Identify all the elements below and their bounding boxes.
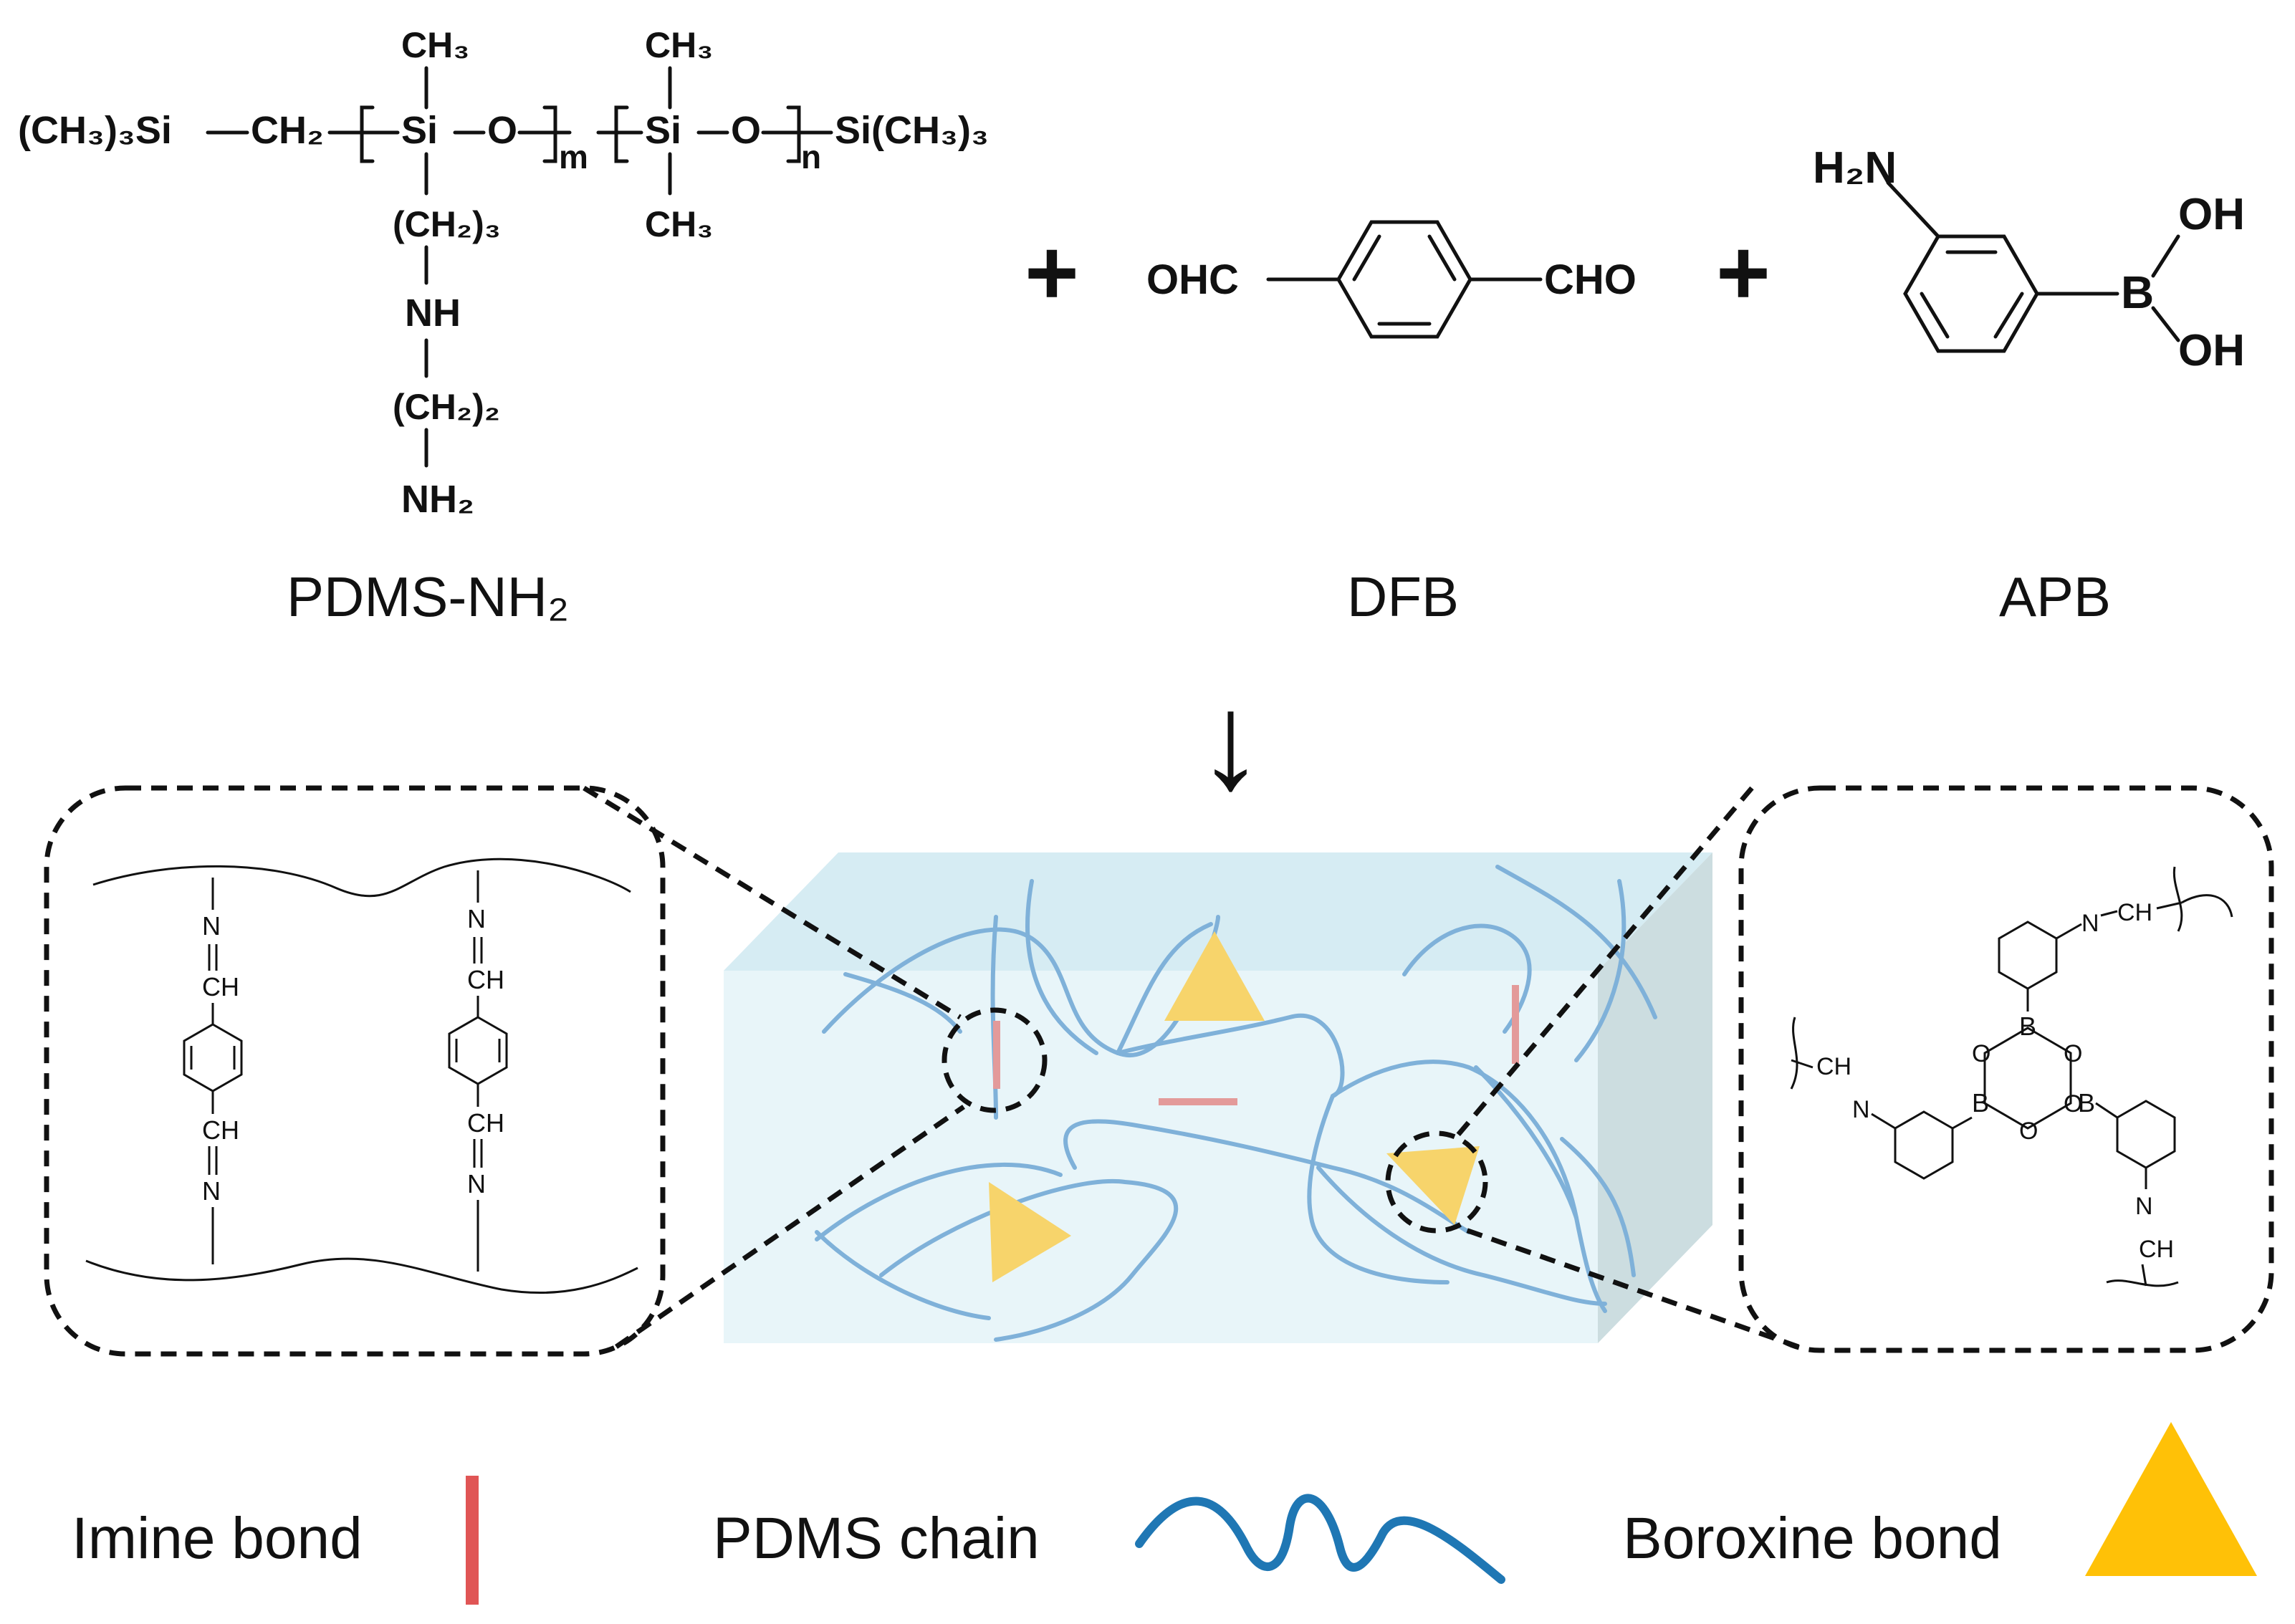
propyl-chain: (CH₂)₃ [393, 204, 501, 244]
imine-linker-right: N CH CH N [448, 870, 508, 1272]
legend-boroxine-label: Boroxine bond [1623, 1506, 2002, 1571]
benzene-ring [1336, 220, 1472, 339]
trimethylsilyl-left: (CH₃)₃Si [18, 109, 172, 152]
hydroxyl-bottom: OH [2178, 326, 2245, 375]
imine-nitrogen: N [202, 911, 221, 941]
pdms-nh2-label: PDMS-NH₂ [287, 565, 569, 628]
imine-ch: CH [2117, 899, 2152, 926]
aryl-ring [2116, 1100, 2176, 1169]
leader-line [615, 1105, 965, 1349]
network-box-top-face [724, 852, 1712, 971]
imine-nitrogen: N [2081, 910, 2099, 937]
network-box-side-face [1598, 852, 1712, 1343]
imine-ch: CH [1816, 1053, 1851, 1080]
imine-bond-inset: N CH CH N N CH CH [44, 785, 666, 1357]
methyl-m: CH₃ [401, 25, 469, 65]
boroxine-oxygen: O [2019, 1118, 2038, 1145]
leader-line [583, 786, 962, 1019]
imine-linker-left: N CH CH N [183, 878, 243, 1264]
benzene-ring [1903, 234, 2039, 353]
legend-pdms-label: PDMS chain [713, 1506, 1040, 1571]
boroxine-bond-inset: B O O O O B B N CH N CH N CH [1738, 785, 2274, 1353]
pdms-chains [815, 865, 1657, 1342]
boroxine-bond-marker [1386, 1146, 1480, 1225]
aldehyde-right: CHO [1544, 256, 1637, 303]
double-bond [1993, 292, 2024, 339]
hydroxyl-top: OH [2178, 190, 2245, 239]
dfb-structure: OHC CHO DFB [1146, 220, 1637, 628]
silicon-m: Si [401, 109, 438, 152]
ch2-linker: CH₂ [251, 109, 324, 152]
aldehyde-left: OHC [1146, 256, 1239, 303]
silicon-n: Si [645, 109, 681, 152]
imine-ch: CH [202, 1115, 239, 1145]
boroxine-bond-marker [1164, 931, 1265, 1021]
bond [2151, 306, 2180, 342]
imine-nitrogen: N [2135, 1193, 2153, 1220]
imine-bond-marker [993, 1021, 1000, 1089]
boroxine-oxygen: O [2064, 1090, 2082, 1118]
bond [2151, 234, 2180, 278]
inset-frame [44, 785, 666, 1357]
double-bond [1427, 234, 1457, 282]
legend-imine-swatch [466, 1476, 479, 1605]
double-bond [1920, 292, 1950, 339]
boroxine-oxygen: O [2064, 1040, 2082, 1067]
imine-bond-marker [1512, 985, 1519, 1064]
repeat-bracket-n-close [786, 105, 801, 163]
boroxine-boron: B [1972, 1088, 1989, 1118]
oxygen-m: O [487, 109, 517, 152]
boroxine-bond-marker [989, 1182, 1071, 1282]
boroxine-oxygen: O [1972, 1040, 1990, 1067]
legend-pdms-swatch [1135, 1494, 1505, 1584]
legend: Imine bond PDMS chain Boroxine bond [72, 1422, 2257, 1605]
imine-nitrogen: N [202, 1176, 221, 1206]
ethyl-chain: (CH₂)₂ [393, 387, 500, 427]
repeat-bracket-m-open [360, 105, 375, 163]
dfb-label: DFB [1347, 565, 1459, 628]
repeat-index-m: m [559, 138, 588, 176]
leader-line [1460, 1226, 1800, 1350]
oxygen-n: O [731, 109, 761, 152]
methyl-n-top: CH₃ [645, 25, 713, 65]
polymer-backbone-bottom [85, 1257, 638, 1294]
legend-imine-label: Imine bond [72, 1506, 363, 1571]
zoom-circle-imine [942, 1007, 1048, 1113]
repeat-index-n: n [801, 138, 821, 176]
aryl-ring [1894, 1110, 1954, 1180]
repeat-bracket-m-close [542, 105, 557, 163]
imine-nitrogen: N [467, 1169, 486, 1198]
methyl-n-bottom: CH₃ [645, 204, 713, 244]
bond [1886, 181, 1940, 239]
reaction-arrow: ↓ [1197, 666, 1265, 817]
plus-sign-1: + [1025, 220, 1079, 325]
zoom-circle-boroxine [1385, 1130, 1488, 1234]
legend-boroxine-swatch [2085, 1422, 2257, 1576]
boron-atom: B [2121, 266, 2154, 318]
inset-frame [1738, 785, 2274, 1353]
imine-ch: CH [467, 965, 504, 994]
aryl-ring [1998, 921, 2058, 990]
apb-label: APB [1999, 565, 2111, 628]
boroxine-boron: B [2019, 1012, 2036, 1041]
imine-bond-marker [1159, 1098, 1237, 1105]
plus-sign-2: + [1716, 220, 1771, 325]
apb-structure: H₂N B OH OH APB [1813, 143, 2245, 628]
pdms-nh2-structure: (CH₃)₃Si CH₂ Si CH₃ O m Si CH₃ CH₃ O n S… [18, 25, 989, 628]
imine-nitrogen: N [1852, 1096, 1870, 1123]
imine-nitrogen: N [467, 904, 486, 933]
amino-group: H₂N [1813, 143, 1897, 193]
imine-ch: CH [2139, 1236, 2174, 1263]
imine-ch: CH [467, 1108, 504, 1138]
double-bond [1352, 234, 1381, 282]
boroxine-ring [1983, 1027, 2072, 1130]
polymer-backbone-top [92, 857, 631, 898]
secondary-amine: NH [405, 292, 461, 335]
imine-ch: CH [202, 972, 239, 1001]
polymer-network [724, 852, 1712, 1343]
primary-amine: NH₂ [401, 478, 474, 521]
trimethylsilyl-right: Si(CH₃)₃ [835, 109, 989, 152]
boroxine-boron: B [2078, 1088, 2095, 1118]
